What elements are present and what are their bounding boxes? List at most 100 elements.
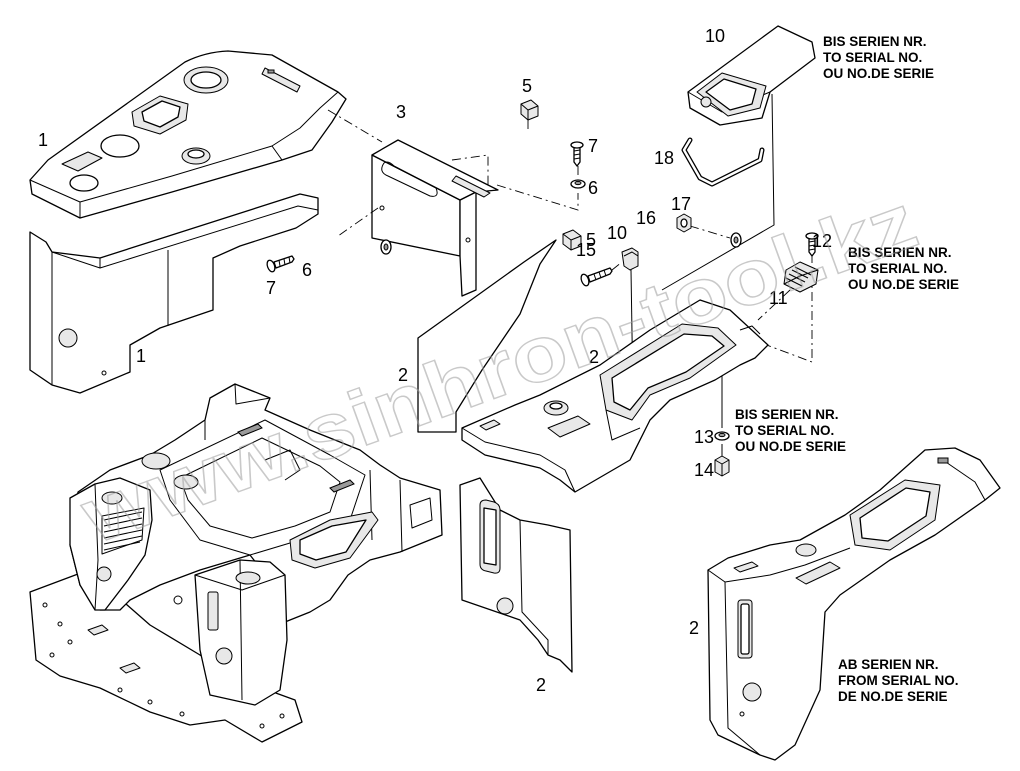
- callout-console-shell: 2: [589, 347, 599, 367]
- new-console-hole: [742, 682, 762, 702]
- washer-6-upper: [570, 179, 586, 189]
- callout-washer-13: 13: [694, 427, 714, 447]
- callout-bracket-panel: 3: [396, 102, 406, 122]
- nut-edge: [714, 459, 730, 476]
- callout-lower-panel: 2: [536, 675, 546, 695]
- console-rear-tab: [739, 325, 761, 335]
- console-shell-part: [461, 299, 769, 493]
- console-front-edge: [461, 427, 576, 493]
- nut-5-lower: [562, 229, 582, 251]
- cup-holder-hole: [190, 71, 222, 89]
- leader-screw-12-down: [763, 254, 813, 363]
- console-top-cover-part: [29, 50, 347, 219]
- callout-screw-12: 12: [812, 231, 832, 251]
- washer-inner: [574, 180, 582, 186]
- nut-hole: [680, 218, 688, 228]
- callout-nut-14: 14: [694, 460, 714, 480]
- screw-thread: [278, 256, 291, 267]
- new-console-front-edge: [707, 547, 851, 583]
- bracket-body: [621, 247, 639, 271]
- frame-bracket: [409, 497, 433, 529]
- leader-nut-to-washer: [689, 225, 731, 239]
- frame-cup: [173, 474, 199, 490]
- washer-13: [714, 431, 730, 441]
- right-tower-hole: [215, 647, 233, 665]
- screw-thread: [808, 240, 816, 251]
- switch-cutout: [61, 151, 103, 172]
- serial-note-new-console: AB SERIEN NR. FROM SERIAL NO. DE NO.DE S…: [838, 657, 959, 704]
- console-seat-inner: [611, 333, 725, 411]
- part-callouts: 1 1 3 5 5 7 6 6 7 10 18 17 16 10 15 12 1…: [38, 26, 832, 695]
- gasket-sheet-part: [417, 239, 557, 433]
- washer-inner: [733, 236, 739, 244]
- serial-note-latch: BIS SERIEN NR. TO SERIAL NO. OU NO.DE SE…: [848, 245, 959, 292]
- nut-5-upper: [520, 99, 539, 121]
- nut-body: [520, 99, 539, 121]
- screw-head: [805, 232, 819, 240]
- hole: [279, 713, 285, 719]
- bracket-edge: [623, 251, 639, 257]
- serial-notes: BIS SERIEN NR. TO SERIAL NO. OU NO.DE SE…: [735, 34, 959, 704]
- latch-face: [783, 269, 819, 285]
- bolt-head: [580, 273, 590, 287]
- console-switch-panel: [547, 415, 591, 438]
- hole: [179, 711, 185, 717]
- serial-note-line: BIS SERIEN NR.: [735, 407, 839, 422]
- cover-outline: [29, 50, 347, 219]
- serial-note-armrest: BIS SERIEN NR. TO SERIAL NO. OU NO.DE SE…: [823, 34, 934, 81]
- serial-note-line: BIS SERIEN NR.: [823, 34, 927, 49]
- serial-note-line: TO SERIAL NO.: [848, 261, 947, 276]
- side-panel-pin-hole: [101, 370, 107, 376]
- frame-corner-post: [204, 383, 271, 440]
- bracket-hole: [379, 205, 385, 211]
- top-slot-mark: [267, 69, 275, 74]
- u-bracket-part: [681, 137, 765, 187]
- screw-7-lower: [266, 255, 295, 273]
- left-console-grill: [101, 507, 145, 555]
- lower-panel-outline: [459, 477, 573, 673]
- callout-nut-lower: 5: [586, 230, 596, 250]
- leader-washer-to-bracket: [496, 184, 579, 211]
- bracket-top-slot: [451, 175, 491, 198]
- screw-thread: [573, 149, 581, 160]
- seat-recess-inner: [299, 519, 367, 561]
- frame-strip: [237, 423, 263, 437]
- frame-strip: [329, 479, 355, 493]
- bolt-15: [580, 267, 613, 287]
- u-bracket-rod-inner: [682, 138, 764, 186]
- cover-side-edge: [271, 145, 283, 161]
- callout-washer-upper: 6: [588, 178, 598, 198]
- callout-bracket-10: 10: [607, 223, 627, 243]
- lower-panel-hole: [496, 597, 514, 615]
- callout-u-bracket: 18: [654, 148, 674, 168]
- washer-inner: [383, 243, 389, 251]
- hole: [147, 699, 153, 705]
- callout-latch-11: 11: [769, 288, 788, 308]
- bracket-loop-cutout: [381, 161, 438, 197]
- hole: [42, 602, 48, 608]
- left-console-hole: [96, 566, 112, 582]
- console-knob-hole: [549, 402, 563, 410]
- hole: [57, 621, 63, 627]
- lower-panel-part: [459, 477, 573, 673]
- left-console-edge: [94, 483, 99, 611]
- console-assembly-new-part: [707, 447, 1001, 761]
- bracket-10-small: [621, 247, 639, 271]
- new-console-rear-mark: [937, 457, 949, 464]
- serial-note-line: AB SERIEN NR.: [838, 657, 939, 672]
- top-slot: [261, 67, 301, 93]
- raised-housing-top: [141, 100, 181, 128]
- new-console-rear-edge: [939, 457, 986, 501]
- new-console-knob: [795, 543, 817, 557]
- callout-console-top-cover: 1: [38, 130, 48, 150]
- armrest-recess-inner: [705, 78, 757, 111]
- leader-armrest-to-console: [661, 93, 775, 291]
- serial-note-line: DE NO.DE SERIE: [838, 689, 948, 704]
- serial-note-line: TO SERIAL NO.: [823, 50, 922, 65]
- lower-panel-slot-inner: [483, 507, 497, 566]
- callout-gasket-sheet: 2: [398, 365, 408, 385]
- leader-latch-to-console: [757, 289, 791, 321]
- hole: [117, 687, 123, 693]
- nut-edge: [562, 233, 582, 250]
